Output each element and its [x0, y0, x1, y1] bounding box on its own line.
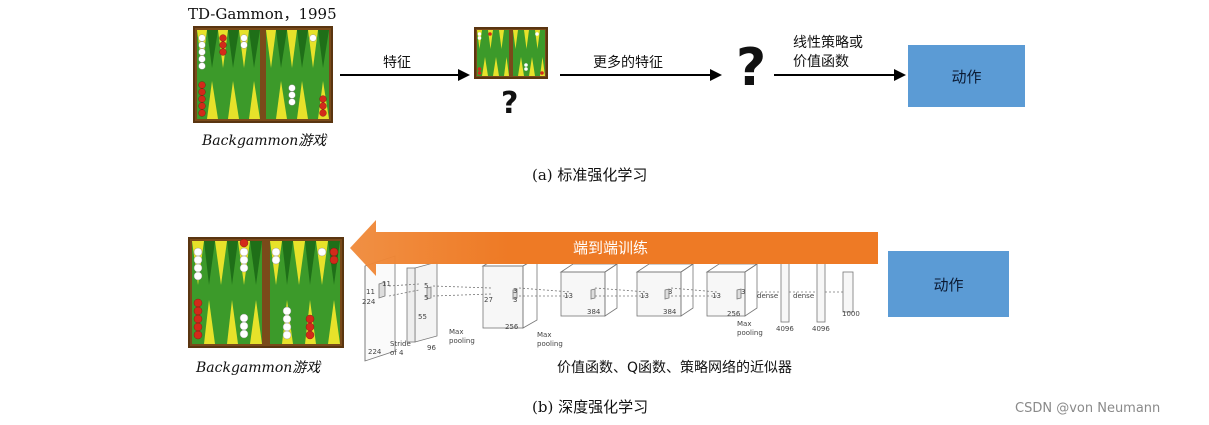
cnn-label-5a: 5 — [424, 282, 429, 290]
watermark: CSDN @von Neumann — [1015, 401, 1161, 416]
arrow-features-head — [458, 69, 470, 81]
backgammon-board-top-graphic — [197, 30, 329, 119]
cnn-label-1000: 1000 — [842, 310, 860, 318]
cnn-label-13c: 13 — [712, 292, 721, 300]
cnn-label-maxpool1: Max — [449, 328, 464, 336]
arrow-policy-line — [774, 74, 896, 76]
cnn-label-13a: 13 — [564, 292, 573, 300]
cnn-label-11a: 11 — [366, 288, 375, 296]
backgammon-board-small — [474, 27, 548, 79]
arrow-policy-head — [894, 69, 906, 81]
cnn-label-55: 55 — [418, 313, 427, 321]
cnn-label-3a: 3 — [513, 287, 518, 295]
cnn-label-224b: 224 — [368, 348, 382, 356]
action-box-top: 动作 — [908, 45, 1025, 107]
backgammon-board-top — [193, 26, 333, 123]
backgammon-board-small-graphic — [477, 30, 545, 76]
cnn-label-27: 27 — [484, 296, 493, 304]
cnn-label-11b: 11 — [382, 280, 391, 288]
cnn-label-dense1: dense — [757, 292, 779, 300]
cnn-label-3b: 3 — [513, 296, 518, 304]
features-label: 特征 — [383, 55, 411, 71]
cnn-label-256a: 256 — [505, 323, 519, 331]
cnn-label-4096b: 4096 — [812, 325, 830, 333]
cnn-diagram — [364, 255, 854, 362]
arrow-more-features-head — [710, 69, 722, 81]
cnn-label-maxpool2: Max — [537, 331, 552, 339]
policy-label-line2: 价值函数 — [793, 54, 849, 70]
backgammon-board-bottom — [188, 237, 344, 348]
big-question-mark: ? — [736, 38, 767, 98]
caption-standard-rl: (a) 标准强化学习 — [532, 166, 648, 184]
end-to-end-arrow — [350, 220, 878, 276]
cnn-label-stride: Stride — [390, 340, 411, 348]
cnn-label-pooling3: pooling — [737, 329, 763, 337]
cnn-label-3c: 3 — [668, 288, 673, 296]
cnn-label-3d: 3 — [741, 288, 746, 296]
cnn-label-pooling2: pooling — [537, 340, 563, 348]
cnn-label-5b: 5 — [424, 294, 429, 302]
cnn-label-384a: 384 — [587, 308, 601, 316]
action-box-bottom: 动作 — [888, 251, 1009, 317]
arrow-more-features-line — [560, 74, 712, 76]
cnn-label-of4: of 4 — [390, 349, 404, 357]
cnn-label-dense2: dense — [793, 292, 815, 300]
backgammon-board-bottom-graphic — [192, 239, 340, 344]
cnn-label-384b: 384 — [663, 308, 677, 316]
cnn-label-224a: 224 — [362, 298, 376, 306]
game-label-top: Backgammon游戏 — [202, 133, 327, 149]
cnn-label-maxpool3: Max — [737, 320, 752, 328]
caption-deep-rl: (b) 深度强化学习 — [532, 398, 649, 416]
cnn-label-256b: 256 — [727, 310, 741, 318]
policy-label-line1: 线性策略或 — [793, 35, 863, 51]
cnn-label-4096a: 4096 — [776, 325, 794, 333]
small-question-mark: ? — [501, 86, 519, 121]
arrow-features-line — [340, 74, 460, 76]
cnn-label-pooling1: pooling — [449, 337, 475, 345]
cnn-label-13b: 13 — [640, 292, 649, 300]
game-label-bottom: Backgammon游戏 — [196, 360, 321, 376]
end-to-end-label: 端到端训练 — [573, 239, 649, 257]
approximator-label: 价值函数、Q函数、策略网络的近似器 — [557, 360, 793, 376]
more-features-label: 更多的特征 — [593, 55, 663, 71]
cnn-label-96: 96 — [427, 344, 436, 352]
td-gammon-label: TD-Gammon，1995 — [188, 5, 337, 23]
